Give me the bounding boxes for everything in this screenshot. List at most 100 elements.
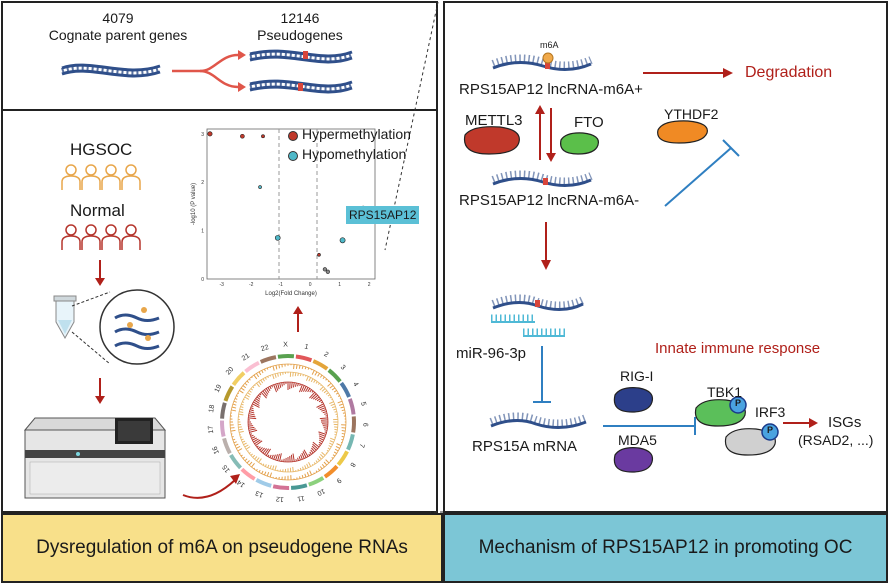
circos-bar — [325, 452, 328, 454]
circos-chromosome-label: 11 — [297, 494, 305, 502]
circos-bar — [251, 436, 256, 439]
circos-bar — [262, 390, 268, 397]
circos-bar — [308, 462, 312, 467]
circos-bar — [329, 396, 332, 399]
methylation-arrows — [535, 105, 556, 162]
legend-hypo-label: Hypomethylation — [302, 146, 407, 162]
mettl3-protein — [463, 126, 520, 155]
circos-bar — [254, 456, 258, 460]
circos-bar — [312, 441, 320, 448]
circos-bar — [302, 451, 307, 458]
circos-bar — [306, 472, 310, 477]
circos-bar — [249, 411, 255, 414]
volcano-point — [274, 235, 281, 241]
left-workflow — [23, 164, 303, 499]
circos-bar — [258, 381, 262, 386]
ythdf2-label: YTHDF2 — [664, 106, 719, 122]
circos-bar — [269, 472, 273, 478]
lnc-minus-label: RPS15AP12 lncRNA-m6A- — [459, 192, 640, 209]
circos-bar — [275, 454, 278, 461]
volcano-point — [339, 237, 346, 244]
circos-bar — [322, 411, 327, 414]
circos-bar — [340, 406, 345, 409]
circos-bar — [262, 463, 265, 466]
circos-bar — [311, 464, 314, 466]
circos-bar — [264, 377, 267, 380]
left-banner-text: Dysregulation of m6A on pseudogene RNAs — [36, 537, 408, 558]
circos-chromosome-band — [290, 483, 308, 490]
circos-bar — [297, 372, 299, 377]
circos-bar — [263, 368, 266, 372]
circos-bar — [314, 371, 318, 376]
circos-bar — [292, 453, 295, 462]
circos-chromosome-band — [220, 420, 226, 437]
circos-bar — [331, 398, 333, 401]
circos-chromosome-band — [347, 398, 356, 415]
circos-bar — [307, 388, 311, 393]
circos-bar — [278, 364, 280, 369]
circos-bar — [242, 440, 246, 443]
circos-chromosome-label: 18 — [208, 404, 216, 413]
circos-bar — [292, 466, 294, 472]
circos-bar — [234, 397, 238, 400]
circos-bar — [309, 470, 313, 476]
fto-protein — [560, 132, 600, 155]
circos-bar — [302, 466, 304, 470]
circos-bar — [300, 454, 303, 460]
highlight-gene-label: RPS15AP12 — [346, 206, 420, 224]
down-arrow-mirna — [541, 222, 551, 270]
circos-bar — [298, 456, 301, 461]
circos-bar — [311, 390, 314, 393]
circos-bar — [331, 456, 334, 459]
circos-bar — [337, 395, 340, 397]
circos-bar — [341, 409, 345, 412]
volcano-point — [258, 185, 262, 189]
circos-bar — [290, 454, 293, 462]
circos-bar — [269, 386, 272, 390]
circos-bar — [253, 401, 260, 406]
circos-bar — [244, 458, 248, 462]
circos-bar — [257, 394, 261, 398]
circos-bar — [319, 407, 326, 411]
circos-bar — [256, 445, 259, 448]
circos-bar — [319, 386, 324, 391]
circos-bar — [239, 452, 241, 455]
circos-bar — [249, 433, 253, 435]
ythdf2-inhibit — [664, 139, 740, 207]
circos-bar — [274, 465, 277, 471]
circos-bar — [239, 408, 244, 411]
circos-bar — [241, 438, 244, 441]
circos-bar — [324, 431, 327, 433]
circos-chromosome-band — [336, 450, 349, 467]
circos-bar — [275, 365, 278, 370]
circos-bar — [310, 449, 314, 454]
circos-bar — [279, 382, 282, 388]
circos-chromosome-label: 19 — [214, 384, 224, 394]
circos-bar — [324, 429, 328, 431]
circos-bar — [250, 388, 253, 391]
circos-bar — [317, 458, 320, 462]
down-arrow-2 — [95, 378, 105, 404]
circos-bar — [272, 365, 275, 371]
circos-bar — [316, 398, 321, 402]
circos-bar — [315, 470, 318, 473]
circos-bar — [243, 398, 245, 401]
right-banner-text: Mechanism of RPS15AP12 in promoting OC — [478, 537, 853, 558]
circos-chromosome-label: 21 — [241, 352, 251, 362]
circos-bar — [299, 384, 303, 393]
volcano-y-tick: 3 — [201, 132, 204, 138]
circos-bar — [266, 367, 269, 370]
curved-arrow-to-circos — [182, 474, 240, 499]
circos-bar — [326, 449, 329, 452]
circos-bar — [311, 445, 317, 451]
mda5-label: MDA5 — [618, 432, 657, 448]
circos-chromosome-band — [327, 368, 342, 383]
circos-bar — [275, 383, 279, 391]
circos-bar — [322, 425, 328, 427]
circos-bar — [318, 433, 326, 437]
circos-bar — [236, 395, 239, 397]
circos-bar — [252, 437, 258, 441]
circos-bar — [255, 468, 258, 471]
circos-bar — [249, 409, 254, 412]
